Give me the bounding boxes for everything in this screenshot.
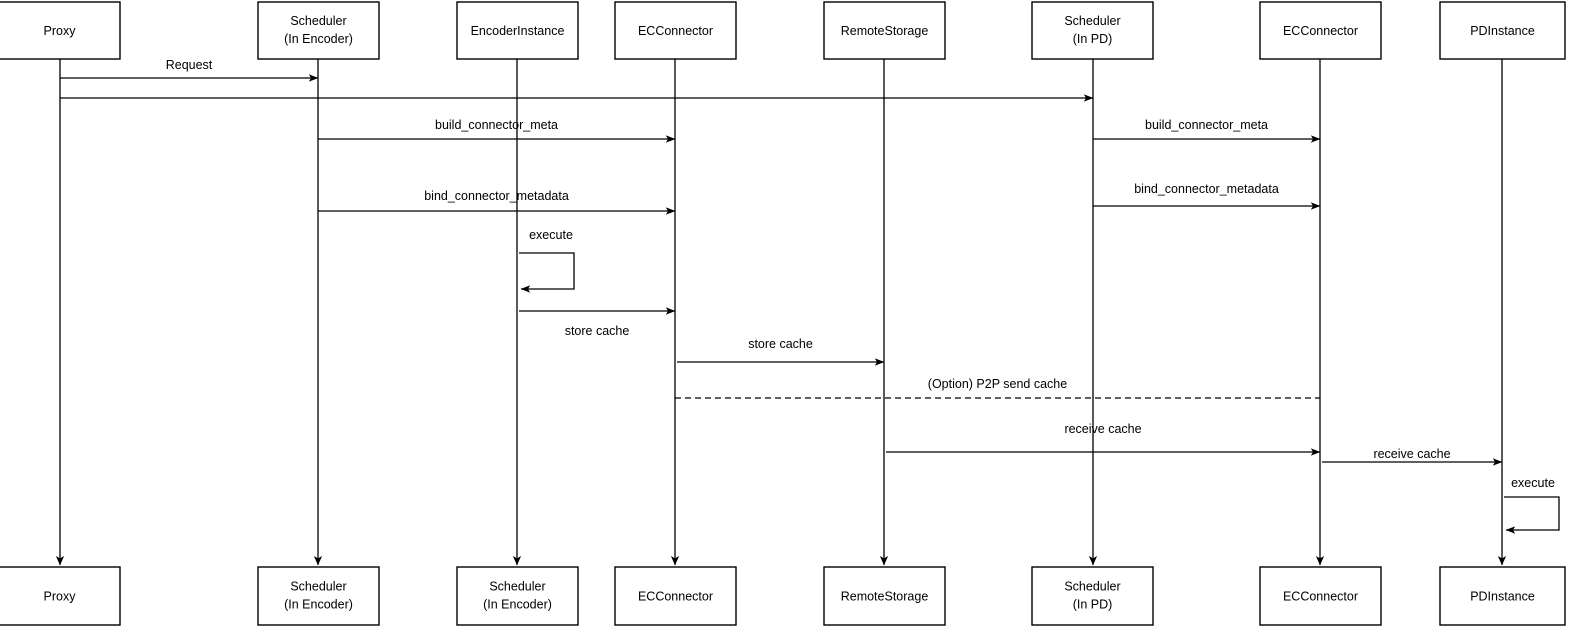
- participant-footer-scheduler-encoder-bottom[interactable]: Scheduler (In Encoder): [257, 566, 380, 626]
- message-bind-connector-meta-enc[interactable]: bind_connector_metadata: [318, 189, 676, 215]
- participant-header-rect: [823, 1, 946, 60]
- message-store-cache-enc[interactable]: store cache: [519, 307, 676, 338]
- message-label-p2p-send-cache: (Option) P2P send cache: [928, 377, 1067, 391]
- participant-header-label-line2: (In Encoder): [284, 32, 353, 46]
- participant-footer-rect: [1439, 566, 1566, 626]
- message-label-store-cache-enc: store cache: [565, 324, 630, 338]
- participant-footer-rect: [614, 566, 737, 626]
- participant-header-rect: [1259, 1, 1382, 60]
- participant-footer-label: RemoteStorage: [841, 589, 929, 603]
- message-label-bind-connector-meta-enc: bind_connector_metadata: [424, 189, 569, 203]
- participant-footer-rect: [456, 566, 579, 626]
- participant-footer-label-line1: Scheduler: [1064, 579, 1120, 593]
- participant-header-label-line1: Scheduler: [290, 14, 346, 28]
- message-label-receive-cache-pd: receive cache: [1373, 447, 1450, 461]
- message-request[interactable]: Request: [60, 58, 319, 82]
- participant-header-label: EncoderInstance: [471, 24, 565, 38]
- participant-footer-rect: [1031, 566, 1154, 626]
- participant-header-label: ECConnector: [638, 24, 713, 38]
- participant-footer-pd-instance-bottom[interactable]: PDInstance: [1439, 566, 1566, 626]
- participant-footer-ec-connector-1-bottom[interactable]: ECConnector: [614, 566, 737, 626]
- participant-footer-encoder-instance-bottom[interactable]: Scheduler (In Encoder): [456, 566, 579, 626]
- participant-footer-boxes: Proxy Scheduler (In Encoder) Scheduler (In E…: [0, 566, 1566, 626]
- participant-footer-proxy-bottom[interactable]: Proxy: [0, 566, 121, 626]
- self-message-execute-pd[interactable]: execute: [1504, 476, 1560, 534]
- participant-header-remote-storage[interactable]: RemoteStorage: [823, 1, 946, 60]
- participant-footer-label-line1: Scheduler: [489, 579, 545, 593]
- self-message-path-execute-pd: [1504, 496, 1560, 534]
- participant-footer-label-line2: (In Encoder): [483, 597, 552, 611]
- self-message-label-execute-encoder: execute: [529, 228, 573, 242]
- participant-header-label-line2: (In PD): [1073, 32, 1113, 46]
- self-message-label-execute-pd: execute: [1511, 476, 1555, 490]
- participant-header-proxy[interactable]: Proxy: [0, 1, 121, 60]
- participant-header-scheduler-pd[interactable]: Scheduler (In PD): [1031, 1, 1154, 60]
- participant-footer-label: Proxy: [44, 589, 77, 603]
- participant-header-ec-connector-2[interactable]: ECConnector: [1259, 1, 1382, 60]
- participant-header-label: PDInstance: [1470, 24, 1535, 38]
- participant-footer-rect: [1259, 566, 1382, 626]
- participant-header-rect: [1439, 1, 1566, 60]
- message-label-request: Request: [166, 58, 213, 72]
- message-store-cache-remote[interactable]: store cache: [677, 337, 885, 366]
- participant-header-rect: [0, 1, 121, 60]
- participant-header-scheduler-encoder[interactable]: Scheduler (In Encoder): [257, 1, 380, 60]
- participant-header-rect: [614, 1, 737, 60]
- message-receive-cache-pd[interactable]: receive cache: [1322, 447, 1503, 466]
- self-message-path-execute-encoder: [519, 252, 575, 293]
- participant-footer-label: PDInstance: [1470, 589, 1535, 603]
- participant-header-boxes: Proxy Scheduler (In Encoder) EncoderInstanc…: [0, 1, 1566, 60]
- lifelines-layer: [55, 59, 1507, 566]
- message-label-build-connector-meta-enc: build_connector_meta: [435, 118, 558, 132]
- participant-header-label-line1: Scheduler: [1064, 14, 1120, 28]
- message-build-connector-meta-pd[interactable]: build_connector_meta: [1093, 118, 1321, 143]
- participant-header-rect: [1031, 1, 1154, 60]
- messages-layer: Request build_connector_meta build_connect…: [60, 58, 1503, 466]
- participant-footer-rect: [823, 566, 946, 626]
- participant-footer-rect: [257, 566, 380, 626]
- participant-footer-label-line1: Scheduler: [290, 579, 346, 593]
- message-receive-cache-remote[interactable]: receive cache: [886, 422, 1321, 456]
- self-messages-layer: execute execute: [519, 228, 1560, 534]
- message-label-receive-cache-remote: receive cache: [1064, 422, 1141, 436]
- participant-header-pd-instance[interactable]: PDInstance: [1439, 1, 1566, 60]
- message-build-connector-meta-enc[interactable]: build_connector_meta: [318, 118, 676, 143]
- message-p2p-send-cache[interactable]: (Option) P2P send cache: [675, 377, 1320, 399]
- self-message-execute-encoder[interactable]: execute: [519, 228, 575, 293]
- participant-header-label: ECConnector: [1283, 24, 1358, 38]
- message-label-build-connector-meta-pd: build_connector_meta: [1145, 118, 1268, 132]
- participant-header-label: RemoteStorage: [841, 24, 929, 38]
- message-label-store-cache-remote: store cache: [748, 337, 813, 351]
- participant-footer-scheduler-pd-bottom[interactable]: Scheduler (In PD): [1031, 566, 1154, 626]
- participant-footer-label: ECConnector: [1283, 589, 1358, 603]
- participant-header-rect: [456, 1, 579, 60]
- participant-footer-label: ECConnector: [638, 589, 713, 603]
- message-label-bind-connector-meta-pd: bind_connector_metadata: [1134, 182, 1279, 196]
- participant-footer-label-line2: (In PD): [1073, 597, 1113, 611]
- participant-header-label: Proxy: [44, 24, 77, 38]
- participant-footer-ec-connector-2-bottom[interactable]: ECConnector: [1259, 566, 1382, 626]
- participant-header-encoder-instance[interactable]: EncoderInstance: [456, 1, 579, 60]
- participant-footer-rect: [0, 566, 121, 626]
- message-bind-connector-meta-pd[interactable]: bind_connector_metadata: [1093, 182, 1321, 210]
- participant-footer-label-line2: (In Encoder): [284, 597, 353, 611]
- participant-header-rect: [257, 1, 380, 60]
- participant-header-ec-connector-1[interactable]: ECConnector: [614, 1, 737, 60]
- participant-footer-remote-storage-bottom[interactable]: RemoteStorage: [823, 566, 946, 626]
